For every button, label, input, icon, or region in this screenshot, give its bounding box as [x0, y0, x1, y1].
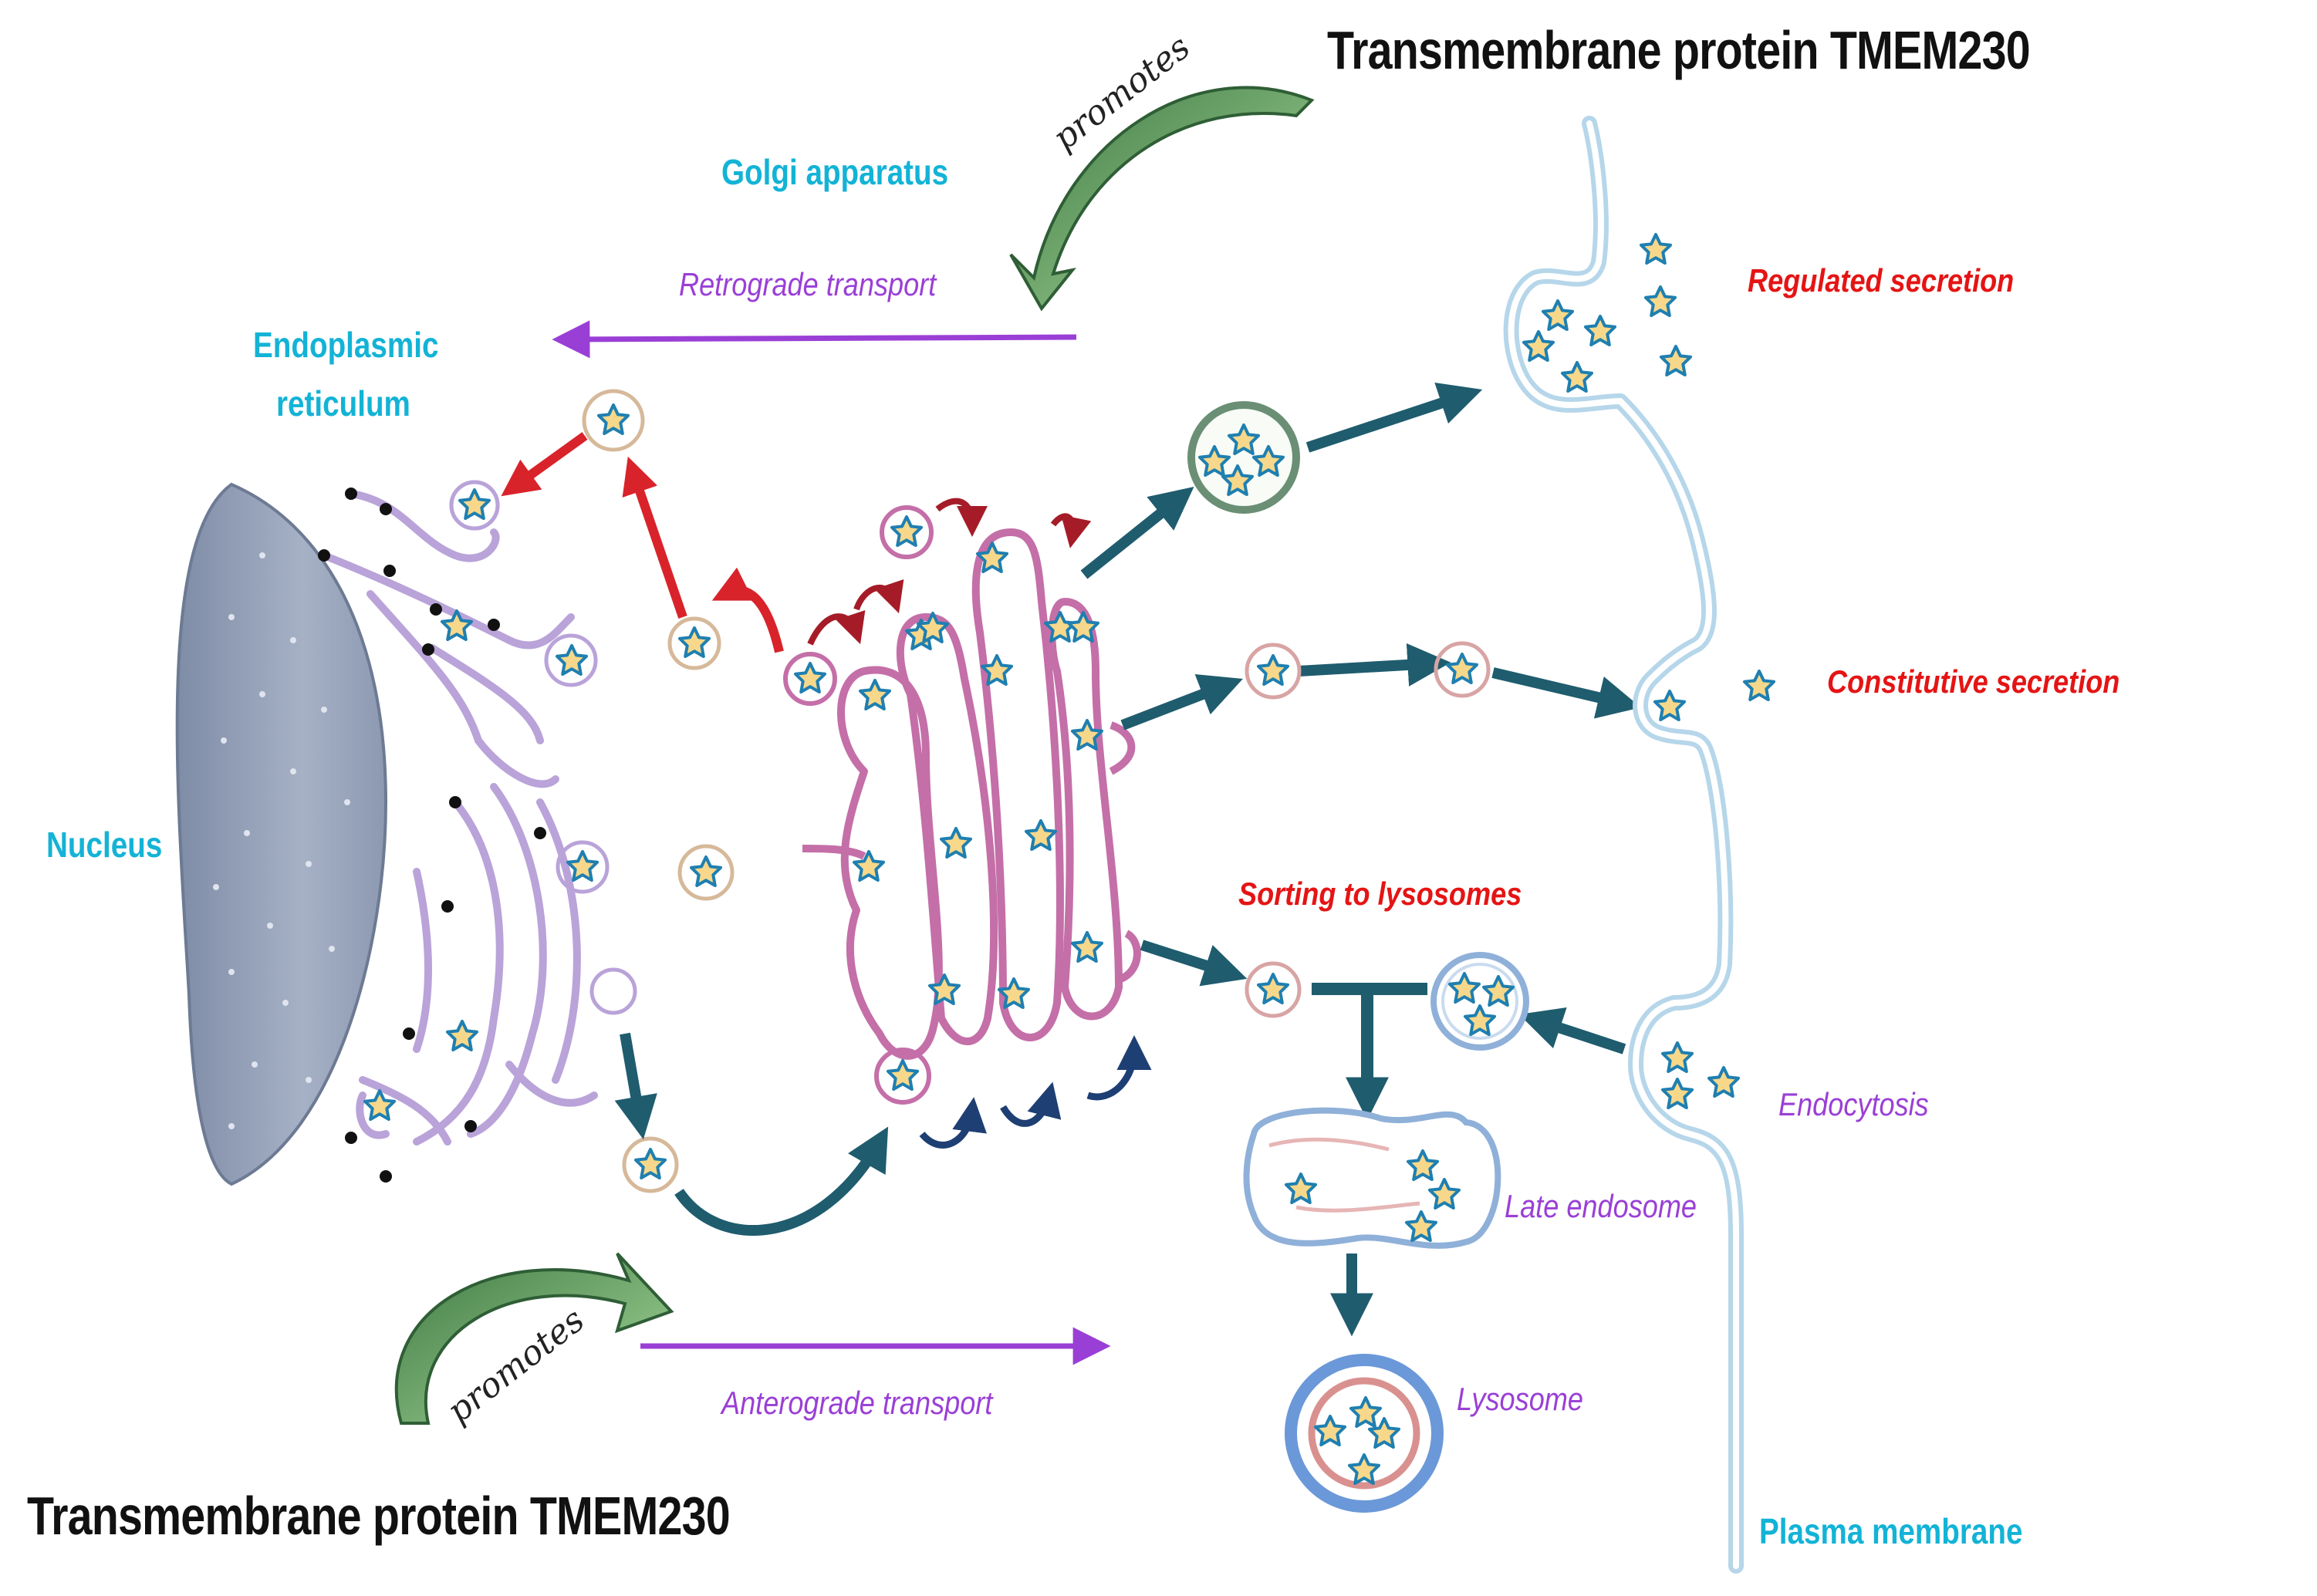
- retrograde-arrow: [552, 320, 1077, 359]
- late-endosome: [1243, 1107, 1501, 1249]
- star-cargo-icon: [634, 1148, 667, 1179]
- star-cargo-icon: [1025, 819, 1057, 851]
- star-cargo-icon: [940, 827, 972, 859]
- star-cargo-icon: [556, 644, 588, 676]
- star-cargo-icon: [446, 1020, 478, 1051]
- star-cargo-icon: [1542, 299, 1574, 331]
- golgi-vesicles: [783, 505, 934, 1105]
- star-cargo-icon: [690, 855, 722, 887]
- star-cargo-icon: [890, 515, 923, 547]
- nuclear-pores: [213, 552, 350, 1129]
- constitutive-secretion-label: Constitutive secretion: [1827, 663, 2120, 700]
- star-cargo-icon: [1584, 315, 1616, 346]
- star-cargo-icon: [597, 403, 630, 435]
- sorting-to-lysosomes-label: Sorting to lysosomes: [1238, 876, 1522, 912]
- star-cargo-icon: [1707, 1066, 1740, 1098]
- star-cargo-icon: [566, 850, 599, 882]
- title-bottom: Transmembrane protein TMEM230: [27, 1486, 731, 1546]
- star-cargo-icon: [1257, 654, 1289, 686]
- star-cargo-icon: [1653, 690, 1686, 721]
- nucleus-label: Nucleus: [46, 825, 163, 865]
- star-cargo-icon: [1661, 1078, 1694, 1109]
- endocytic-vesicle: [1430, 952, 1529, 1051]
- vesicle: [677, 844, 735, 901]
- retrograde-label: Retrograde transport: [679, 266, 937, 302]
- vesicle: [449, 480, 500, 531]
- endocytosis-label: Endocytosis: [1778, 1086, 1929, 1122]
- ribosomes: [318, 488, 546, 1183]
- star-cargo-icon: [887, 1059, 919, 1091]
- star-cargo-icon: [794, 662, 826, 693]
- star-cargo-icon: [1660, 345, 1692, 376]
- star-cargo-icon: [859, 679, 891, 710]
- star-cargo-icon: [1071, 931, 1103, 963]
- anterograde-label: Anterograde transport: [721, 1385, 993, 1421]
- golgi-label: Golgi apparatus: [721, 152, 949, 192]
- star-cargo-icon: [1743, 670, 1775, 701]
- promotes-arrow-bottom: [394, 1252, 674, 1425]
- nucleus: [175, 482, 388, 1186]
- star-cargo-icon: [1522, 330, 1555, 362]
- plasma-membrane: [1503, 116, 1744, 1574]
- star-cargo-icon: [1640, 233, 1672, 265]
- vesicle: [1434, 641, 1491, 698]
- star-cargo-icon: [1257, 973, 1289, 1004]
- plasma-membrane-label: Plasma membrane: [1759, 1511, 2023, 1551]
- inhibition-bar: [1312, 983, 1427, 1088]
- lysosome-label: Lysosome: [1457, 1381, 1583, 1417]
- regulated-secretion-label: Regulated secretion: [1748, 262, 2015, 299]
- promotes-arrow-top: [1009, 86, 1315, 312]
- vesicle: [1245, 643, 1302, 700]
- er-label-line1: Endoplasmic: [253, 325, 439, 365]
- star-cargo-icon: [1446, 653, 1478, 684]
- secretory-granule: [1187, 401, 1300, 514]
- vesicle: [622, 1136, 679, 1193]
- star-cargo-icon: [1661, 1041, 1694, 1073]
- vesicle: [582, 389, 645, 452]
- late-endosome-label: Late endosome: [1505, 1188, 1697, 1224]
- star-cargo-icon: [678, 626, 711, 658]
- vesicle: [1245, 961, 1302, 1018]
- star-cargo-icon: [458, 488, 491, 520]
- title-top: Transmembrane protein TMEM230: [1327, 20, 2031, 80]
- er-label-line2: reticulum: [276, 383, 410, 423]
- star-cargo-icon: [1644, 285, 1677, 317]
- vesicle: [667, 616, 721, 670]
- golgi-apparatus: [802, 528, 1141, 1060]
- star-cargo-icon: [1561, 361, 1593, 393]
- lysosome: [1285, 1354, 1444, 1513]
